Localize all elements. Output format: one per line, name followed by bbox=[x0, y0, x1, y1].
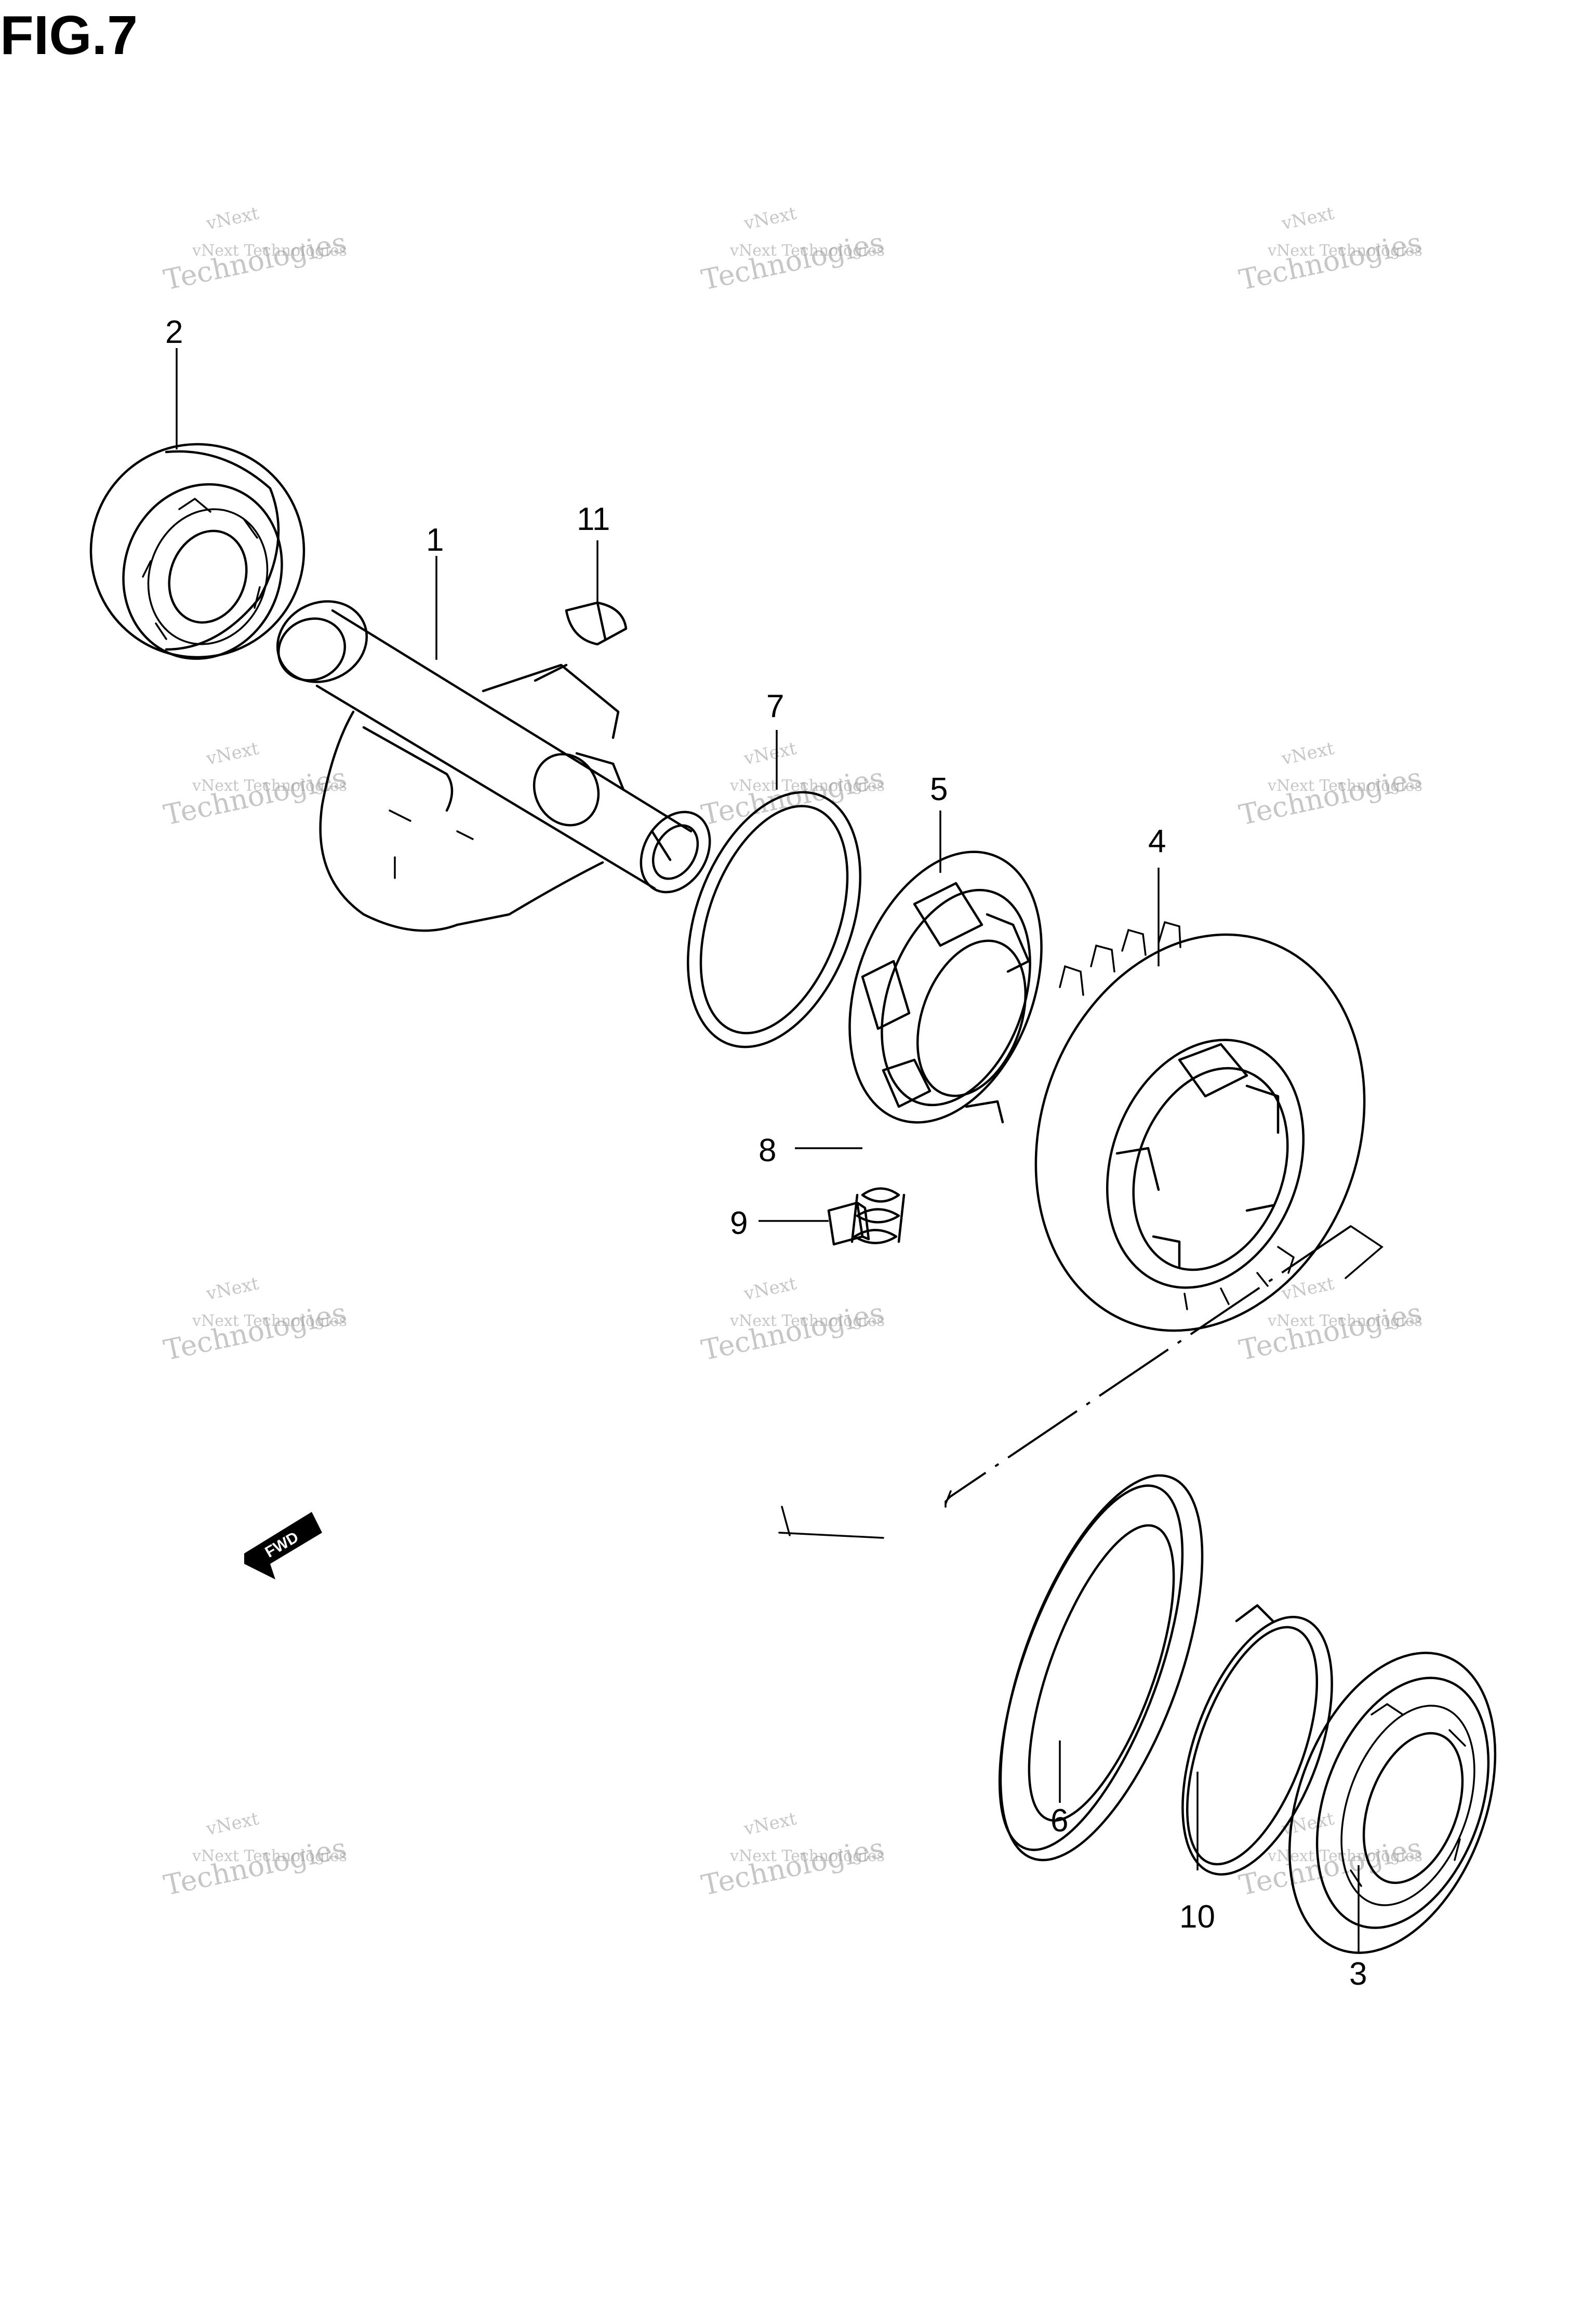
o-ring bbox=[686, 791, 862, 1048]
svg-text:vNext Technologies: vNext Technologies bbox=[1267, 777, 1422, 795]
watermark: vNext vNext Technologies Technologies bbox=[699, 203, 887, 296]
svg-text:vNext Technologies: vNext Technologies bbox=[192, 1847, 347, 1865]
callout-11: 11 bbox=[577, 501, 610, 537]
svg-text:vNext: vNext bbox=[742, 203, 799, 234]
thrust-washer bbox=[998, 1474, 1204, 1862]
watermark-layer: vNext vNext Technologies Technologies vN… bbox=[161, 203, 1425, 1902]
svg-text:vNext Technologies: vNext Technologies bbox=[192, 242, 347, 260]
watermark: vNext vNext Technologies Technologies bbox=[699, 1808, 887, 1902]
svg-text:vNext: vNext bbox=[1280, 738, 1336, 769]
callout-labels: 2 1 11 7 5 4 8 9 6 10 3 bbox=[165, 314, 1367, 1992]
callout-8: 8 bbox=[759, 1133, 776, 1168]
watermark: vNext vNext Technologies Technologies bbox=[161, 1808, 350, 1902]
watermark: vNext vNext Technologies Technologies bbox=[1236, 1808, 1425, 1902]
svg-text:Technologies: Technologies bbox=[1236, 761, 1425, 832]
balancer-gear bbox=[1034, 921, 1366, 1332]
svg-text:Technologies: Technologies bbox=[1236, 226, 1425, 297]
svg-text:Technologies: Technologies bbox=[699, 226, 887, 297]
circlip bbox=[1181, 1604, 1333, 1876]
svg-text:Technologies: Technologies bbox=[699, 1831, 887, 1902]
callout-7: 7 bbox=[766, 688, 784, 724]
svg-text:vNext: vNext bbox=[1280, 203, 1336, 234]
svg-text:vNext: vNext bbox=[742, 738, 799, 769]
callout-1: 1 bbox=[426, 522, 444, 558]
svg-text:vNext Technologies: vNext Technologies bbox=[1267, 242, 1422, 260]
svg-text:vNext Technologies: vNext Technologies bbox=[729, 242, 885, 260]
assembly-line bbox=[778, 1225, 1384, 1539]
watermark: vNext vNext Technologies Technologies bbox=[1236, 203, 1425, 296]
watermark: vNext vNext Technologies Technologies bbox=[699, 1273, 887, 1366]
watermark: vNext vNext Technologies Technologies bbox=[161, 203, 350, 296]
callout-3: 3 bbox=[1349, 1956, 1367, 1992]
figure-title: FIG.7 bbox=[0, 5, 138, 66]
svg-text:vNext Technologies: vNext Technologies bbox=[192, 1312, 347, 1330]
watermark: vNext vNext Technologies Technologies bbox=[1236, 1273, 1425, 1366]
fwd-arrow-icon: FWD bbox=[244, 1512, 322, 1579]
svg-text:Technologies: Technologies bbox=[161, 1296, 350, 1367]
svg-text:vNext: vNext bbox=[1280, 1273, 1336, 1305]
svg-text:Technologies: Technologies bbox=[699, 1296, 887, 1367]
svg-text:vNext Technologies: vNext Technologies bbox=[729, 1847, 885, 1865]
callout-9: 9 bbox=[730, 1205, 748, 1241]
svg-text:Technologies: Technologies bbox=[161, 1831, 350, 1902]
svg-text:vNext: vNext bbox=[204, 1808, 261, 1840]
svg-text:Technologies: Technologies bbox=[1236, 1296, 1425, 1367]
bearing-right bbox=[1288, 1652, 1497, 1954]
svg-text:vNext Technologies: vNext Technologies bbox=[192, 777, 347, 795]
svg-text:Technologies: Technologies bbox=[1236, 1831, 1425, 1902]
svg-text:Technologies: Technologies bbox=[161, 226, 350, 297]
callout-2: 2 bbox=[165, 314, 183, 350]
svg-text:vNext: vNext bbox=[742, 1808, 799, 1840]
pin bbox=[827, 1201, 870, 1246]
bearing-left bbox=[89, 443, 305, 660]
watermark: vNext vNext Technologies Technologies bbox=[1236, 738, 1425, 831]
callout-4: 4 bbox=[1148, 823, 1166, 859]
woodruff-key bbox=[565, 601, 628, 646]
svg-text:Technologies: Technologies bbox=[699, 761, 887, 832]
callout-10: 10 bbox=[1179, 1899, 1215, 1935]
svg-text:vNext Technologies: vNext Technologies bbox=[729, 1312, 885, 1330]
balancer-shaft bbox=[276, 600, 711, 932]
watermark: vNext vNext Technologies Technologies bbox=[161, 1273, 350, 1366]
callout-5: 5 bbox=[930, 772, 948, 807]
svg-text:vNext: vNext bbox=[742, 1273, 799, 1305]
svg-text:vNext: vNext bbox=[204, 1273, 261, 1305]
svg-text:vNext Technologies: vNext Technologies bbox=[1267, 1312, 1422, 1330]
svg-text:vNext: vNext bbox=[204, 738, 261, 769]
watermark: vNext vNext Technologies Technologies bbox=[699, 738, 887, 831]
svg-text:vNext Technologies: vNext Technologies bbox=[1267, 1847, 1422, 1865]
svg-text:vNext: vNext bbox=[204, 203, 261, 234]
damper-hub bbox=[848, 851, 1043, 1124]
callout-leaders bbox=[176, 348, 1360, 1954]
callout-6: 6 bbox=[1050, 1803, 1068, 1839]
